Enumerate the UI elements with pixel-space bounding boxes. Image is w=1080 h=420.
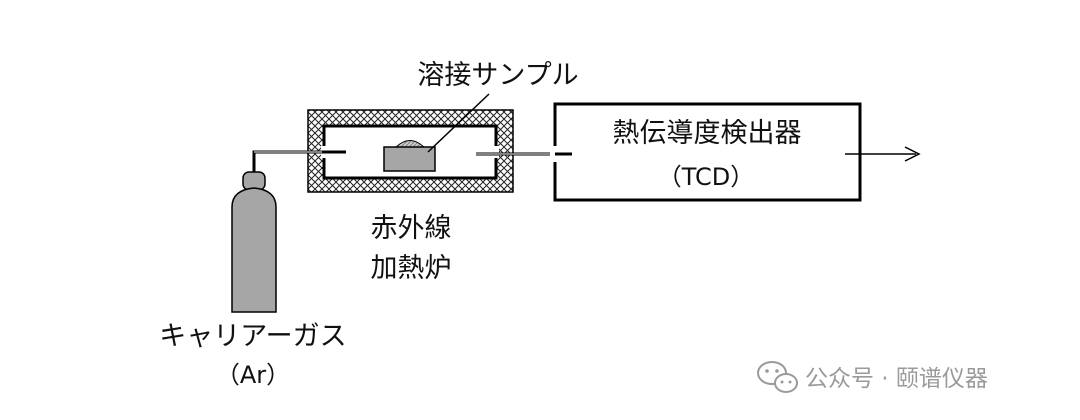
- detector-label: 熱伝導度検出器: [613, 118, 802, 149]
- watermark: 公众号 · 颐谱仪器: [757, 361, 988, 393]
- argon-cylinder: [231, 171, 277, 313]
- welded-sample: [383, 93, 490, 172]
- sample-block: [383, 146, 436, 172]
- sample-label: 溶接サンプル: [417, 60, 578, 91]
- exhaust-arrow: [845, 146, 921, 162]
- carrier-gas-label: キャリアーガス: [159, 321, 346, 352]
- detector-abbr-label: （TCD）: [658, 163, 755, 191]
- furnace-outlet-opening: [491, 146, 499, 158]
- furnace-label-line1: 赤外線: [371, 213, 452, 244]
- watermark-text: 公众号 · 颐谱仪器: [805, 366, 988, 392]
- sample-leader-line: [427, 93, 490, 153]
- cylinder-body: [231, 187, 277, 313]
- tcd-detector-box: [553, 102, 862, 202]
- carrier-gas-formula-label: （Ar）: [216, 361, 290, 389]
- furnace-label-line2: 加熱炉: [371, 253, 452, 284]
- wechat-icon: [757, 361, 798, 393]
